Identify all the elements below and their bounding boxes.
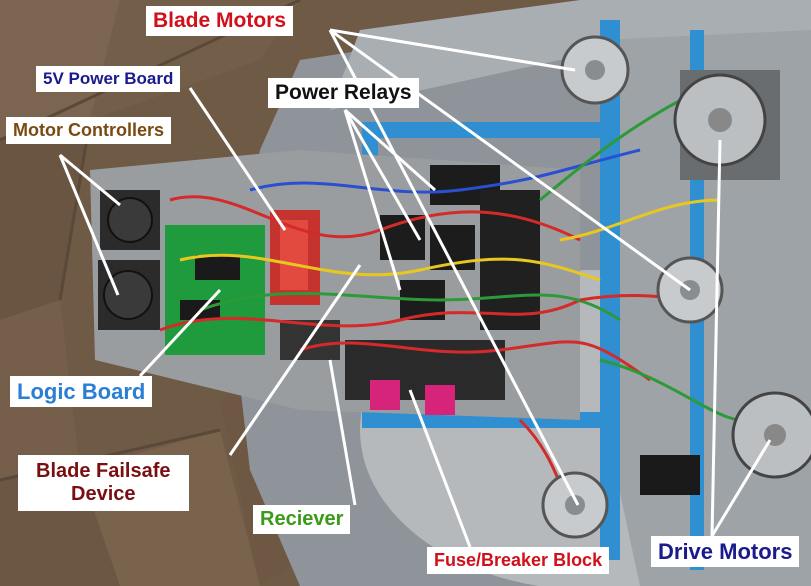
leader-lines (58, 28, 772, 548)
blade-motor-top (560, 35, 630, 105)
label-logic-board: Logic Board (10, 376, 153, 408)
label-power-relays: Power Relays (268, 78, 419, 109)
wiring-harness (159, 88, 761, 522)
label-blade-failsafe-line1: Blade Failsafe (36, 460, 171, 482)
label-blade-failsafe-device: Blade Failsafe Device (18, 455, 189, 511)
label-reciever: Reciever (253, 505, 351, 534)
label-blade-failsafe-line2: Device (71, 483, 136, 505)
label-blade-motors: Blade Motors (146, 6, 294, 37)
label-fuse-breaker-block: Fuse/Breaker Block (427, 547, 610, 574)
drive-motor-top (673, 70, 780, 180)
label-motor-controllers: Motor Controllers (6, 117, 171, 144)
label-drive-motors: Drive Motors (651, 536, 800, 568)
label-5v-power-board: 5V Power Board (36, 66, 181, 92)
blade-motor-bottom (541, 471, 609, 539)
drive-motor-bottom (640, 391, 811, 495)
